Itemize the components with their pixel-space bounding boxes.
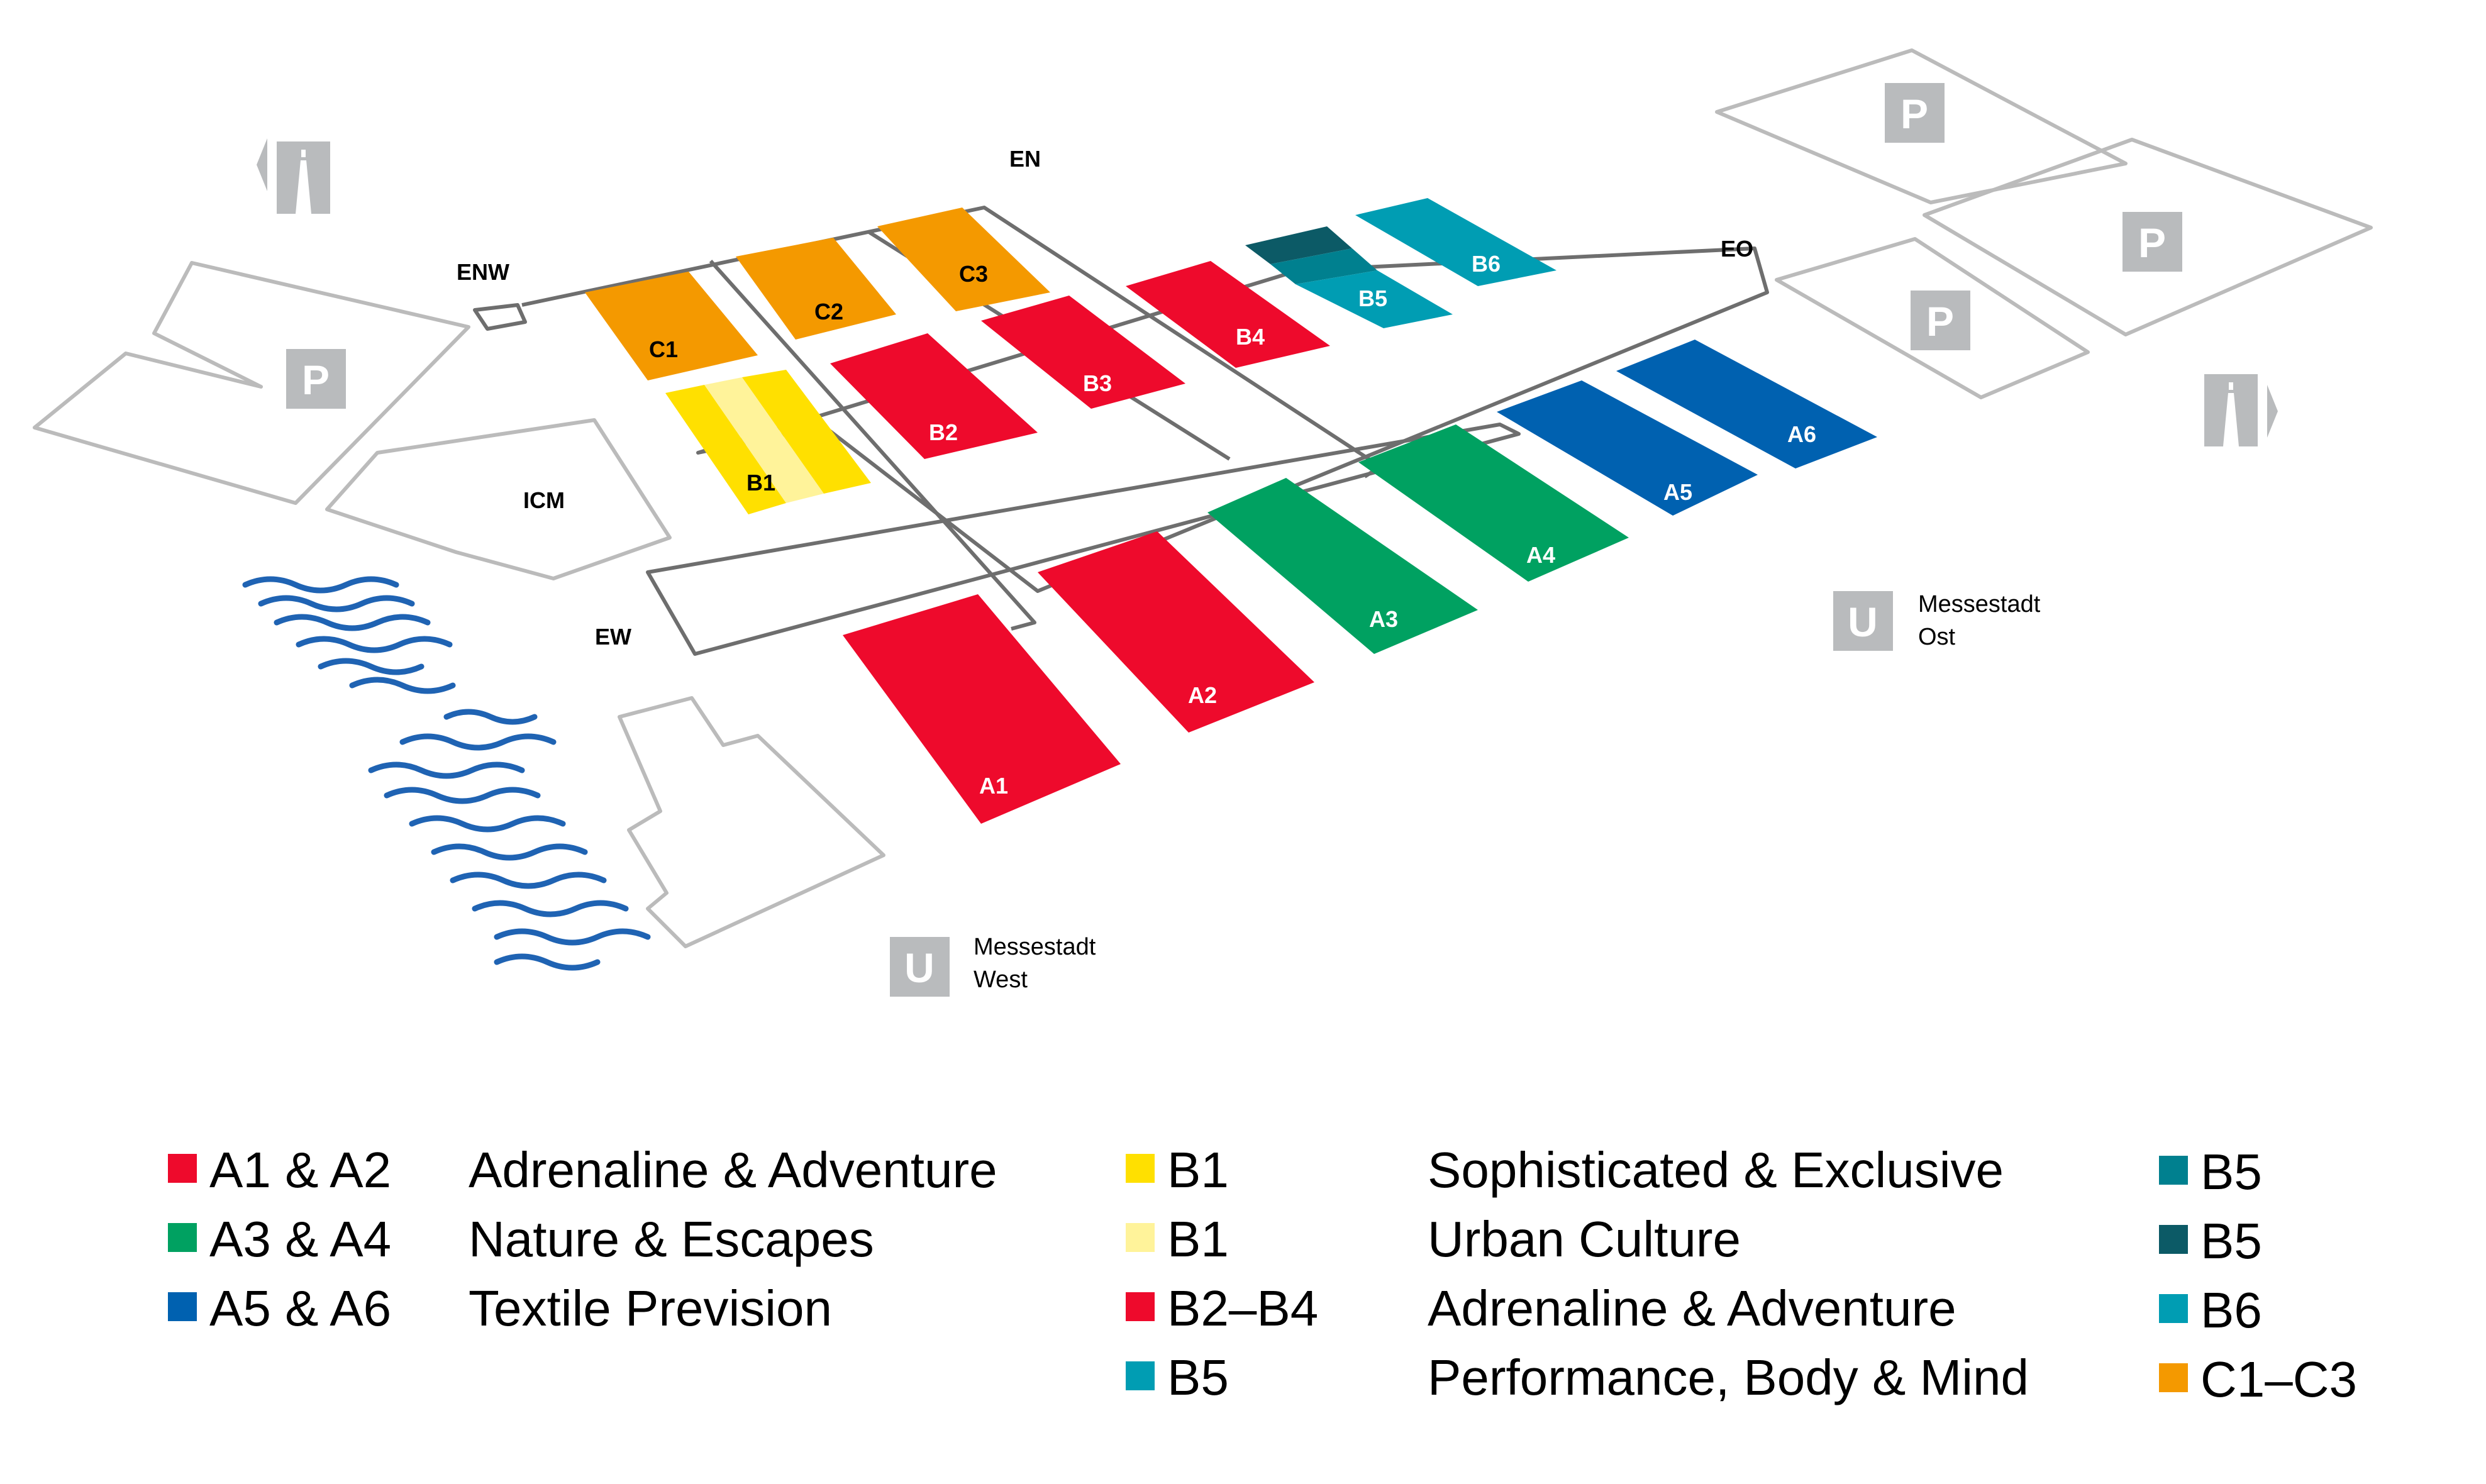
hall-a2[interactable]: [1038, 531, 1314, 733]
hall-c3-label: C3: [959, 261, 988, 287]
hall-a5-label: A5: [1663, 479, 1692, 505]
station-ost-line2: Ost: [1918, 624, 1956, 650]
hall-c2-label: C2: [814, 299, 843, 324]
legend-halls-a3-a4: A3 & A4: [209, 1211, 391, 1267]
hall-a6-label: A6: [1787, 421, 1816, 447]
hall-a2-label: A2: [1188, 682, 1217, 708]
legend-theme-a3-a4: Nature & Escapes: [469, 1211, 874, 1267]
hall-b6[interactable]: [1355, 198, 1557, 286]
subway-icon-letter: U: [904, 944, 935, 991]
parking-east-outlines: [1715, 48, 2373, 399]
subway-station-ost[interactable]: U Messestadt Ost: [1833, 591, 2041, 651]
building-west-outline: [618, 696, 885, 948]
parking-icon[interactable]: P: [2123, 212, 2182, 272]
hall-a1[interactable]: [843, 594, 1121, 824]
legend-halls-a5-a6: A5 & A6: [209, 1280, 391, 1336]
water-icon: [242, 576, 651, 971]
subway-icon: [890, 937, 950, 997]
hall-b2[interactable]: [830, 333, 1038, 459]
hall-c2[interactable]: [736, 238, 896, 340]
parking-icon-letter: P: [2138, 219, 2166, 266]
motorway-icon[interactable]: [257, 138, 330, 214]
legend-halls-c1-c3: C1–C3: [2200, 1351, 2357, 1407]
motorway-icon[interactable]: [2204, 374, 2278, 446]
legend-halls-a1-a2: A1 & A2: [209, 1142, 391, 1198]
parking-icon[interactable]: P: [286, 349, 346, 409]
legend-theme-b1-a: Sophisticated & Exclusive: [1428, 1142, 2004, 1198]
parking-icon-letter: P: [1901, 91, 1928, 137]
parking-icon[interactable]: P: [1885, 83, 1945, 143]
legend-swatch-red: [168, 1154, 197, 1183]
subway-icon: [1833, 591, 1893, 651]
legend-swatch-mid-teal: [2159, 1156, 2188, 1185]
legend-swatch-blue: [168, 1292, 197, 1321]
hall-b3-label: B3: [1083, 370, 1112, 396]
legend-halls-b6: B6: [2200, 1282, 2262, 1338]
hall-c1-label: C1: [649, 336, 678, 362]
legend-halls-b1-b: B1: [1167, 1211, 1229, 1267]
hall-b1-label: B1: [746, 470, 775, 496]
hall-a5[interactable]: [1497, 380, 1758, 516]
parking-icon[interactable]: P: [1911, 291, 1970, 350]
hall-b6-label: B6: [1472, 251, 1501, 277]
legend-halls-b1-a: B1: [1167, 1142, 1229, 1198]
icm-label: ICM: [523, 487, 565, 513]
hall-b3[interactable]: [981, 296, 1185, 409]
legend-theme-b2-b4: Adrenaline & Adventure: [1428, 1280, 1956, 1336]
station-west-line1: Messestadt: [974, 934, 1096, 960]
parking-west-outline: [33, 261, 470, 505]
legend-theme-b1-b: Urban Culture: [1428, 1211, 1741, 1267]
legend-halls-b5: B5: [1167, 1349, 1229, 1405]
entrance-n-label: EN: [1009, 146, 1041, 172]
legend-halls-b5-dark: B5: [2200, 1213, 2262, 1269]
legend-swatch-light-yellow: [1126, 1223, 1155, 1252]
legend-halls-b2-b4: B2–B4: [1167, 1280, 1318, 1336]
station-ost-line1: Messestadt: [1918, 591, 2041, 617]
legend-swatch-green: [168, 1223, 197, 1252]
entrance-o-label: EO: [1721, 236, 1753, 262]
legend-swatch-teal-b6: [2159, 1294, 2188, 1323]
legend-swatch-red-b: [1126, 1292, 1155, 1321]
parking-icon-letter: P: [1926, 298, 1954, 345]
hall-b2-label: B2: [929, 419, 958, 445]
entrance-nw-label: ENW: [457, 259, 509, 285]
hall-a6[interactable]: [1616, 340, 1877, 468]
station-west-line2: West: [974, 966, 1028, 993]
parking-icon-letter: P: [302, 357, 330, 403]
legend-swatch-orange: [2159, 1363, 2188, 1392]
legend-theme-b5: Performance, Body & Mind: [1428, 1349, 2029, 1405]
hall-b5[interactable]: [1245, 226, 1453, 328]
hall-a3-label: A3: [1369, 606, 1398, 632]
legend-swatch-dark-teal: [2159, 1225, 2188, 1254]
hall-b4[interactable]: [1126, 261, 1330, 368]
hall-a3[interactable]: [1207, 478, 1478, 654]
legend-theme-a1-a2: Adrenaline & Adventure: [469, 1142, 997, 1198]
subway-icon-letter: U: [1848, 599, 1878, 645]
hall-c3[interactable]: [877, 208, 1050, 311]
legend-halls-b5-mid: B5: [2200, 1144, 2262, 1200]
icm-building-outline: [325, 418, 672, 580]
hall-a1-label: A1: [979, 773, 1008, 799]
hall-c1[interactable]: [585, 272, 758, 380]
legend: A1 & A2 Adrenaline & Adventure A3 & A4 N…: [168, 1142, 2357, 1407]
subway-station-west[interactable]: U Messestadt West: [890, 934, 1096, 997]
hall-a4-label: A4: [1526, 542, 1555, 568]
legend-swatch-yellow: [1126, 1154, 1155, 1183]
legend-theme-a5-a6: Textile Prevision: [469, 1280, 832, 1336]
hall-b4-label: B4: [1236, 324, 1265, 350]
entrance-w-label: EW: [595, 624, 631, 650]
legend-swatch-teal: [1126, 1361, 1155, 1390]
hall-b1[interactable]: [665, 370, 871, 514]
hall-a4[interactable]: [1358, 424, 1629, 582]
hall-b5-label: B5: [1358, 285, 1387, 311]
